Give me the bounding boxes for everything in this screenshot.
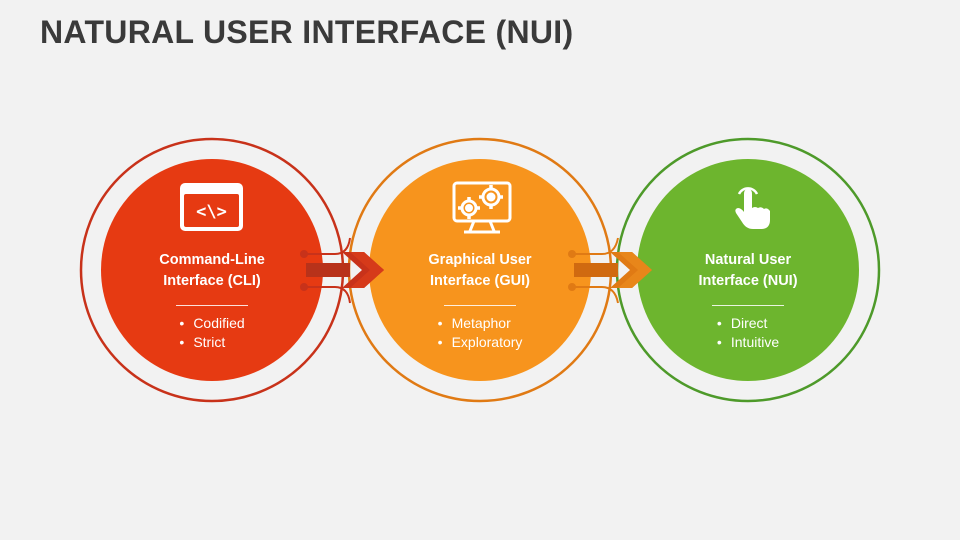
arrow-gui-to-nui	[574, 252, 652, 288]
bullet-list: Codified Strict	[179, 314, 244, 352]
gui-nui-connector	[568, 237, 619, 304]
cli-gui-connector	[300, 237, 351, 304]
page-title: NATURAL USER INTERFACE (NUI)	[40, 14, 574, 50]
list-item: Intuitive	[717, 333, 779, 352]
stage-name: Command-Line Interface (CLI)	[159, 252, 265, 289]
divider	[444, 305, 516, 306]
divider	[176, 305, 248, 306]
arrow-cli-to-gui	[306, 252, 384, 288]
stage-cli: Command-Line Interface (CLI) Codified St…	[112, 250, 312, 352]
cli-circle	[101, 159, 323, 381]
bullet-list: Direct Intuitive	[717, 314, 779, 352]
bullet-list: Metaphor Exploratory	[438, 314, 523, 352]
touch-hand-icon	[735, 187, 770, 229]
nui-circle	[637, 159, 859, 381]
list-item: Strict	[179, 333, 244, 352]
list-item: Metaphor	[438, 314, 523, 333]
monitor-gears-icon	[452, 181, 512, 234]
stage-nui: Natural User Interface (NUI) Direct Intu…	[648, 250, 848, 352]
stage-name: Natural User Interface (NUI)	[698, 252, 798, 289]
gui-circle	[369, 159, 591, 381]
stage-name: Graphical User Interface (GUI)	[428, 252, 532, 289]
svg-text:<\>: <\>	[196, 202, 227, 222]
list-item: Direct	[717, 314, 779, 333]
list-item: Codified	[179, 314, 244, 333]
divider	[712, 305, 784, 306]
list-item: Exploratory	[438, 333, 523, 352]
stage-gui: Graphical User Interface (GUI) Metaphor …	[380, 250, 580, 352]
code-window-icon: <\>	[180, 183, 243, 231]
